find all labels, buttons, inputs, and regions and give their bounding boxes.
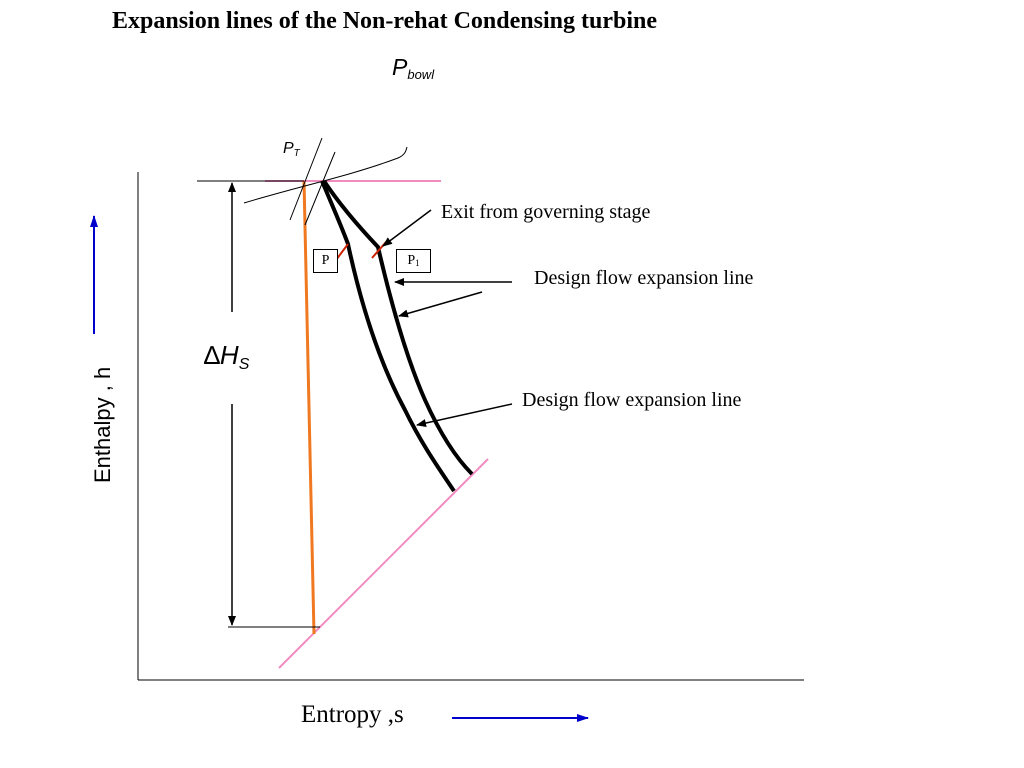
delta-hs-label: ∆HS: [204, 340, 249, 374]
p1-subscript: 1: [415, 258, 420, 268]
p1-symbol: P: [407, 253, 416, 268]
p-t-subscript: T: [293, 148, 300, 159]
p-bowl-label: Pbowl: [392, 54, 434, 82]
stage-tick-p: [335, 243, 349, 261]
constant-pressure-line-1: [289, 137, 323, 221]
design-flow-arrow-2: [416, 403, 513, 427]
p-box: P: [313, 249, 338, 273]
p-t-symbol: P: [283, 140, 294, 157]
p-bowl-symbol: P: [392, 54, 408, 80]
expansion-line-upper: [322, 179, 474, 476]
p-t-label: PT: [283, 140, 300, 159]
p-bowl-curve: [243, 146, 408, 204]
h-symbol: H: [219, 340, 239, 370]
hs-subscript: S: [238, 356, 250, 373]
design-flow-arrow-1b: [398, 291, 483, 318]
x-axis-label: Entropy ,s: [301, 701, 404, 728]
exit-governing-arrow: [382, 209, 432, 247]
y-axis-label: Enthalpy , h: [90, 366, 115, 483]
diagram-title: Expansion lines of the Non-rehat Condens…: [112, 8, 657, 34]
expansion-line-main: [320, 180, 456, 493]
design-flow-label-2: Design flow expansion line: [522, 389, 742, 411]
constant-pressure-line-2: [304, 151, 336, 226]
design-flow-label-1: Design flow expansion line: [534, 267, 754, 289]
delta-symbol: ∆: [204, 340, 220, 370]
p1-box: P1: [396, 249, 431, 273]
p-bowl-subscript: bowl: [407, 67, 435, 82]
isentropic-line: [302, 180, 316, 635]
exit-governing-label: Exit from governing stage: [441, 201, 651, 223]
